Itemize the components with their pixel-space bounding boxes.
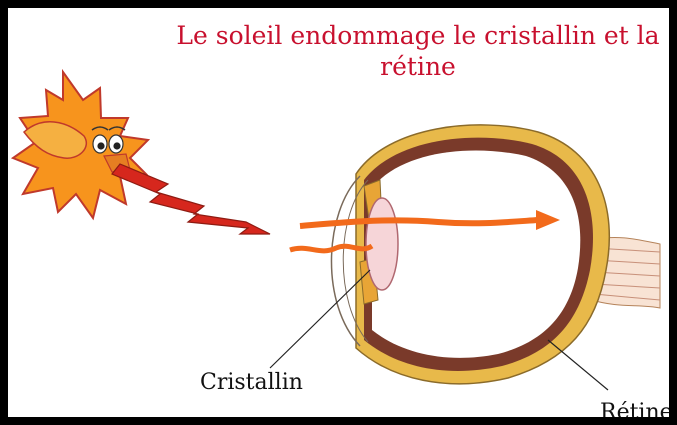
- sun-pupil-right: [113, 142, 120, 149]
- sun-icon: [13, 72, 148, 218]
- eye-icon: [331, 125, 660, 384]
- sun-ray-icon: [112, 164, 270, 234]
- vitreous: [372, 150, 580, 357]
- retina-pointer: [548, 340, 608, 390]
- light-ray-lower: [290, 246, 372, 251]
- lens-pointer: [270, 270, 370, 368]
- label-retina: Rétine: [600, 400, 673, 425]
- sun-pupil-left: [97, 142, 104, 149]
- lens: [366, 198, 398, 290]
- label-lens: Cristallin: [200, 370, 303, 396]
- diagram-illustration: [8, 8, 669, 417]
